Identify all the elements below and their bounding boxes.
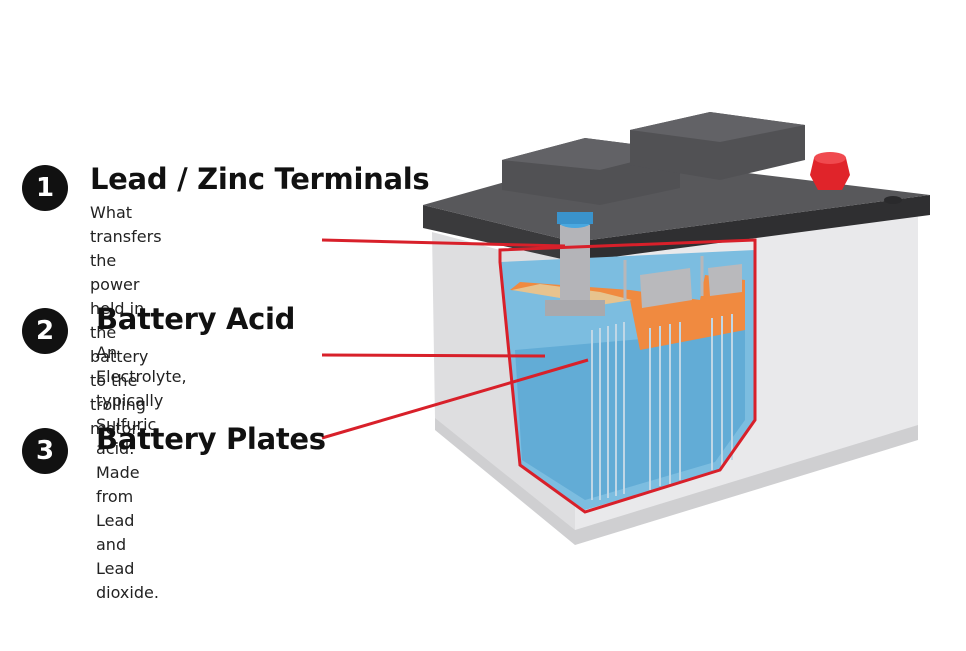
number-badge-1: 1 [22, 165, 68, 211]
connector-strap-2 [708, 264, 742, 296]
desc-line: trolling motor. [90, 395, 146, 438]
cutaway-outline [498, 238, 757, 514]
lid-block-right-top [630, 112, 805, 142]
callout-desc-acid: An Electrolyte, typically Sulfuric acid. [96, 341, 187, 461]
callout-desc-plates: Made from Lead and Lead dioxide. [96, 461, 159, 605]
negative-terminal-cap [557, 212, 593, 224]
callout-title-terminals: Lead / Zinc Terminals [90, 162, 430, 196]
desc-line: held in the battery to the [90, 299, 149, 390]
desc-line: Made from Lead [96, 463, 140, 530]
callout-title-plates: Battery Plates [96, 422, 326, 456]
vent-hole [884, 196, 902, 204]
positive-terminal-icon [810, 158, 850, 190]
cell-dividers [623, 256, 704, 300]
battery-acid [515, 330, 745, 500]
battery-lid-side [575, 195, 930, 262]
number-badge-3: 3 [22, 428, 68, 474]
callout-desc-terminals: What transfers the power held in the bat… [90, 201, 162, 441]
desc-line: and Lead dioxide. [96, 535, 159, 602]
callout-title-acid: Battery Acid [96, 302, 296, 336]
number-badge-2: 2 [22, 308, 68, 354]
desc-line: Sulfuric acid. [96, 415, 157, 458]
desc-line: An Electrolyte, typically [96, 343, 187, 410]
terminal-post-base [545, 300, 605, 316]
positive-terminal-top [814, 152, 846, 164]
terminal-post [560, 225, 590, 305]
callout-line-acid [321, 353, 546, 358]
callout-line-terminals [321, 238, 566, 248]
plate-lines [591, 314, 733, 500]
desc-line: What transfers the power [90, 203, 162, 294]
connector-strap [640, 268, 692, 308]
callout-line-plates [321, 358, 589, 440]
